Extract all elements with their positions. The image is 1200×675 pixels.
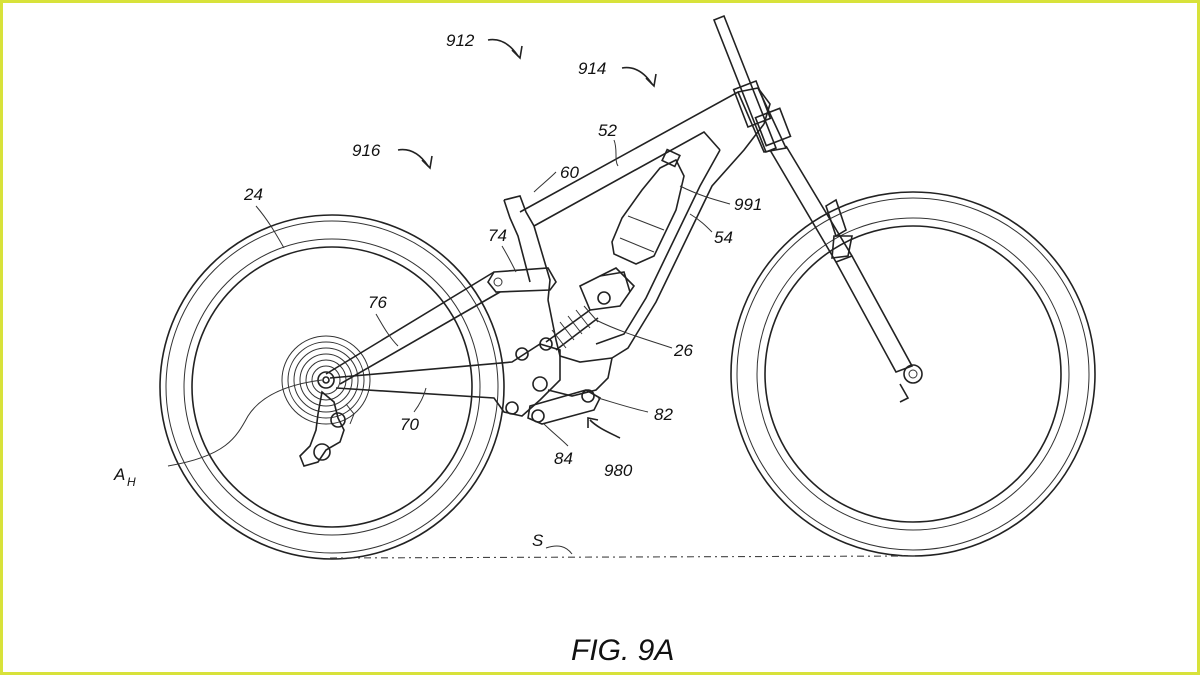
label-74: 74 — [488, 226, 507, 245]
upper-link — [487, 267, 557, 293]
label-60: 60 — [560, 163, 579, 182]
front-wheel — [730, 191, 1096, 557]
label-916: 916 — [352, 141, 381, 160]
leader-lines — [167, 38, 731, 555]
chain-stay — [329, 343, 561, 417]
label-912: 912 — [446, 31, 475, 50]
rear-wheel — [159, 214, 505, 560]
seat-stay — [325, 271, 501, 385]
label-s: S — [532, 531, 544, 550]
ground-line — [329, 555, 917, 559]
label-914: 914 — [578, 59, 606, 78]
label-980: 980 — [604, 461, 633, 480]
rear-cassette — [281, 335, 371, 425]
label-54: 54 — [714, 228, 733, 247]
label-70: 70 — [400, 415, 419, 434]
label-82: 82 — [654, 405, 673, 424]
lower-link — [527, 389, 602, 425]
reference-numerals: 912 914 916 52 60 991 54 24 74 76 26 82 … — [113, 31, 762, 550]
label-991: 991 — [734, 195, 762, 214]
label-26: 26 — [673, 341, 693, 360]
figure-caption: FIG. 9A — [571, 634, 674, 667]
label-76: 76 — [368, 293, 387, 312]
label-24: 24 — [243, 185, 263, 204]
label-ah: A — [113, 465, 125, 484]
label-84: 84 — [554, 449, 573, 468]
front-fork — [712, 14, 923, 403]
label-ah-subscript: H — [127, 475, 136, 489]
rear-derailleur — [299, 390, 355, 467]
label-52: 52 — [598, 121, 617, 140]
water-bottle — [611, 148, 685, 265]
rear-shock — [539, 267, 636, 351]
